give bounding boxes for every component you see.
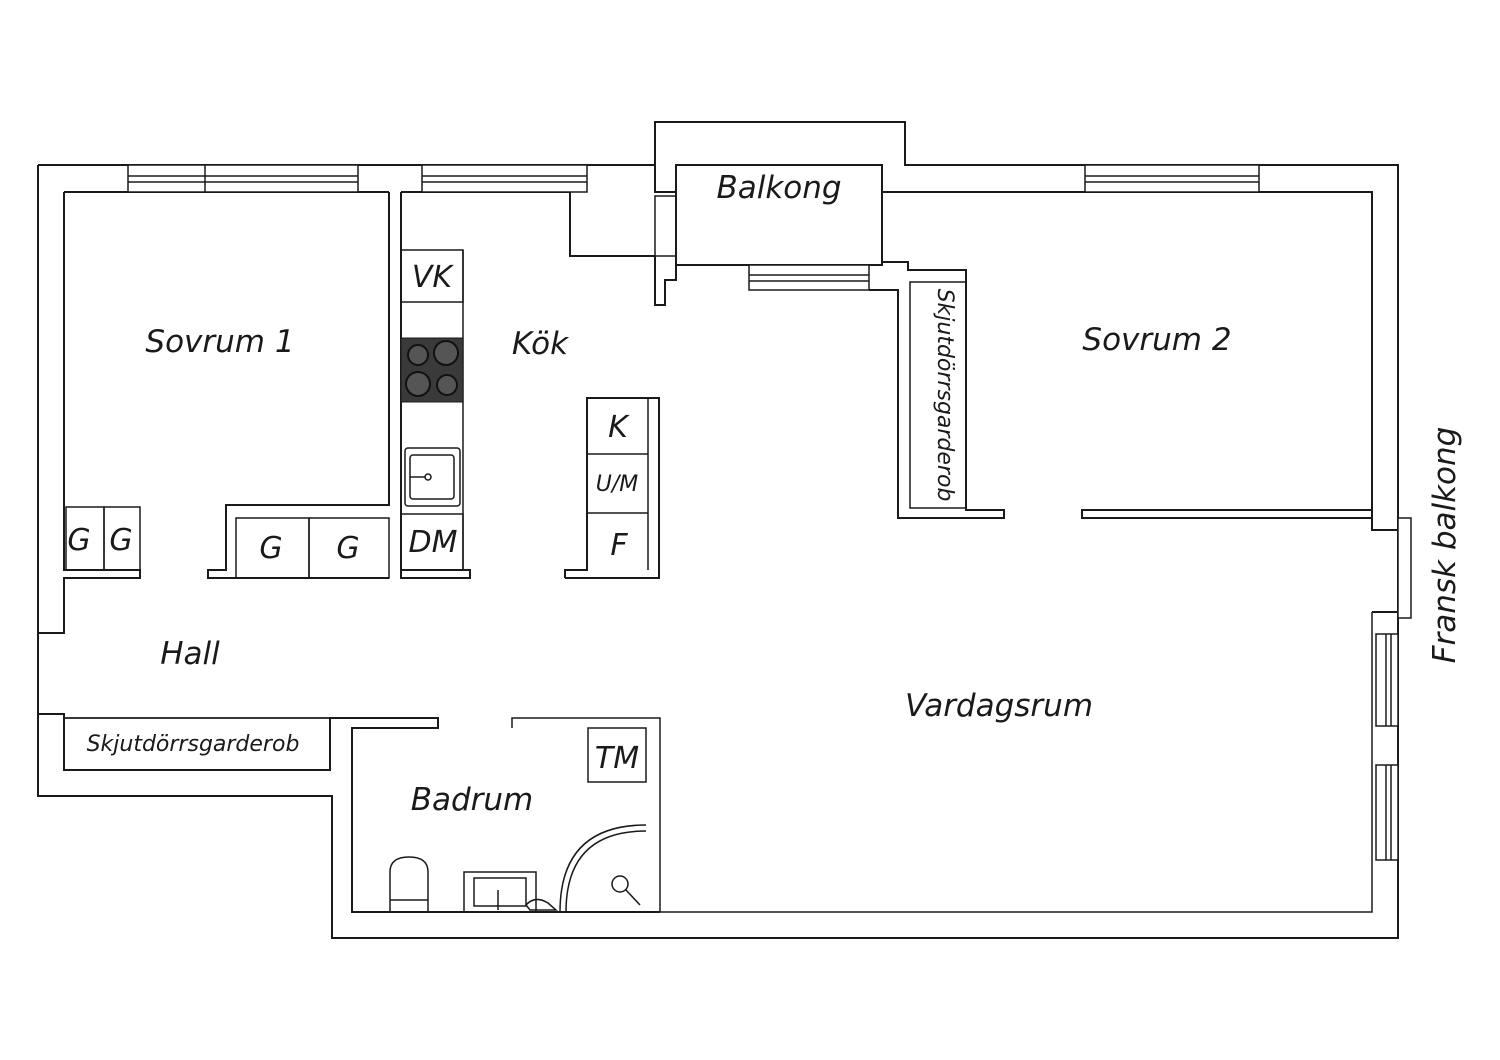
fixture-label-sliding-wardrobe-bedroom2: Skjutdörrsgarderob [932, 289, 957, 502]
room-label-living: Vardagsrum [905, 688, 1093, 724]
washbasin-icon [463, 871, 537, 913]
toilet-icon [389, 856, 429, 912]
fixture-label-washing-machine: TM [595, 741, 639, 776]
room-label-balcony: Balkong [716, 170, 841, 206]
sliding-wardrobe-bedroom2 [909, 281, 967, 509]
kitchen-walls [400, 164, 677, 579]
sliding-wardrobe-hall [63, 717, 331, 771]
window-bedroom1 [127, 164, 359, 193]
room-label-french-balcony: Fransk balkong [1427, 427, 1463, 664]
outer-walls [37, 121, 1399, 939]
room-label-kitchen: Kök [512, 326, 569, 362]
fixture-label-fridge: K [608, 410, 630, 445]
wardrobe-4 [308, 517, 390, 579]
fixture-label-wardrobe-1: G [67, 523, 90, 558]
fixture-label-wardrobe-2: G [109, 523, 132, 558]
sink-icon [404, 447, 461, 507]
room-label-bathroom: Badrum [411, 782, 534, 818]
wardrobe-2 [103, 506, 141, 571]
room-label-hall: Hall [160, 636, 220, 672]
balcony-door [654, 195, 677, 257]
french-balcony-railing [1397, 517, 1412, 619]
room-label-bedroom1: Sovrum 1 [145, 324, 294, 360]
dishwasher-unit [400, 513, 464, 571]
fixture-label-wardrobe-4: G [336, 531, 359, 566]
window-kitchen [421, 164, 588, 193]
living-room-windows [511, 517, 1412, 913]
room-label-bedroom2: Sovrum 2 [1082, 322, 1231, 358]
fixture-label-microwave: U/M [596, 472, 639, 497]
shower-icon [525, 824, 647, 913]
washing-machine-unit [587, 727, 647, 783]
fixture-label-fridge-freezer: VK [412, 260, 455, 295]
balcony [675, 164, 1373, 519]
hall-walls [38, 713, 660, 913]
kitchen-island [564, 397, 660, 579]
fixture-label-wardrobe-3: G [259, 531, 282, 566]
fixture-label-sliding-wardrobe-hall: Skjutdörrsgarderob [87, 732, 300, 757]
fixture-label-dishwasher: DM [409, 525, 458, 560]
fixture-label-freezer: F [610, 528, 628, 563]
window-bedroom2 [1084, 164, 1260, 193]
